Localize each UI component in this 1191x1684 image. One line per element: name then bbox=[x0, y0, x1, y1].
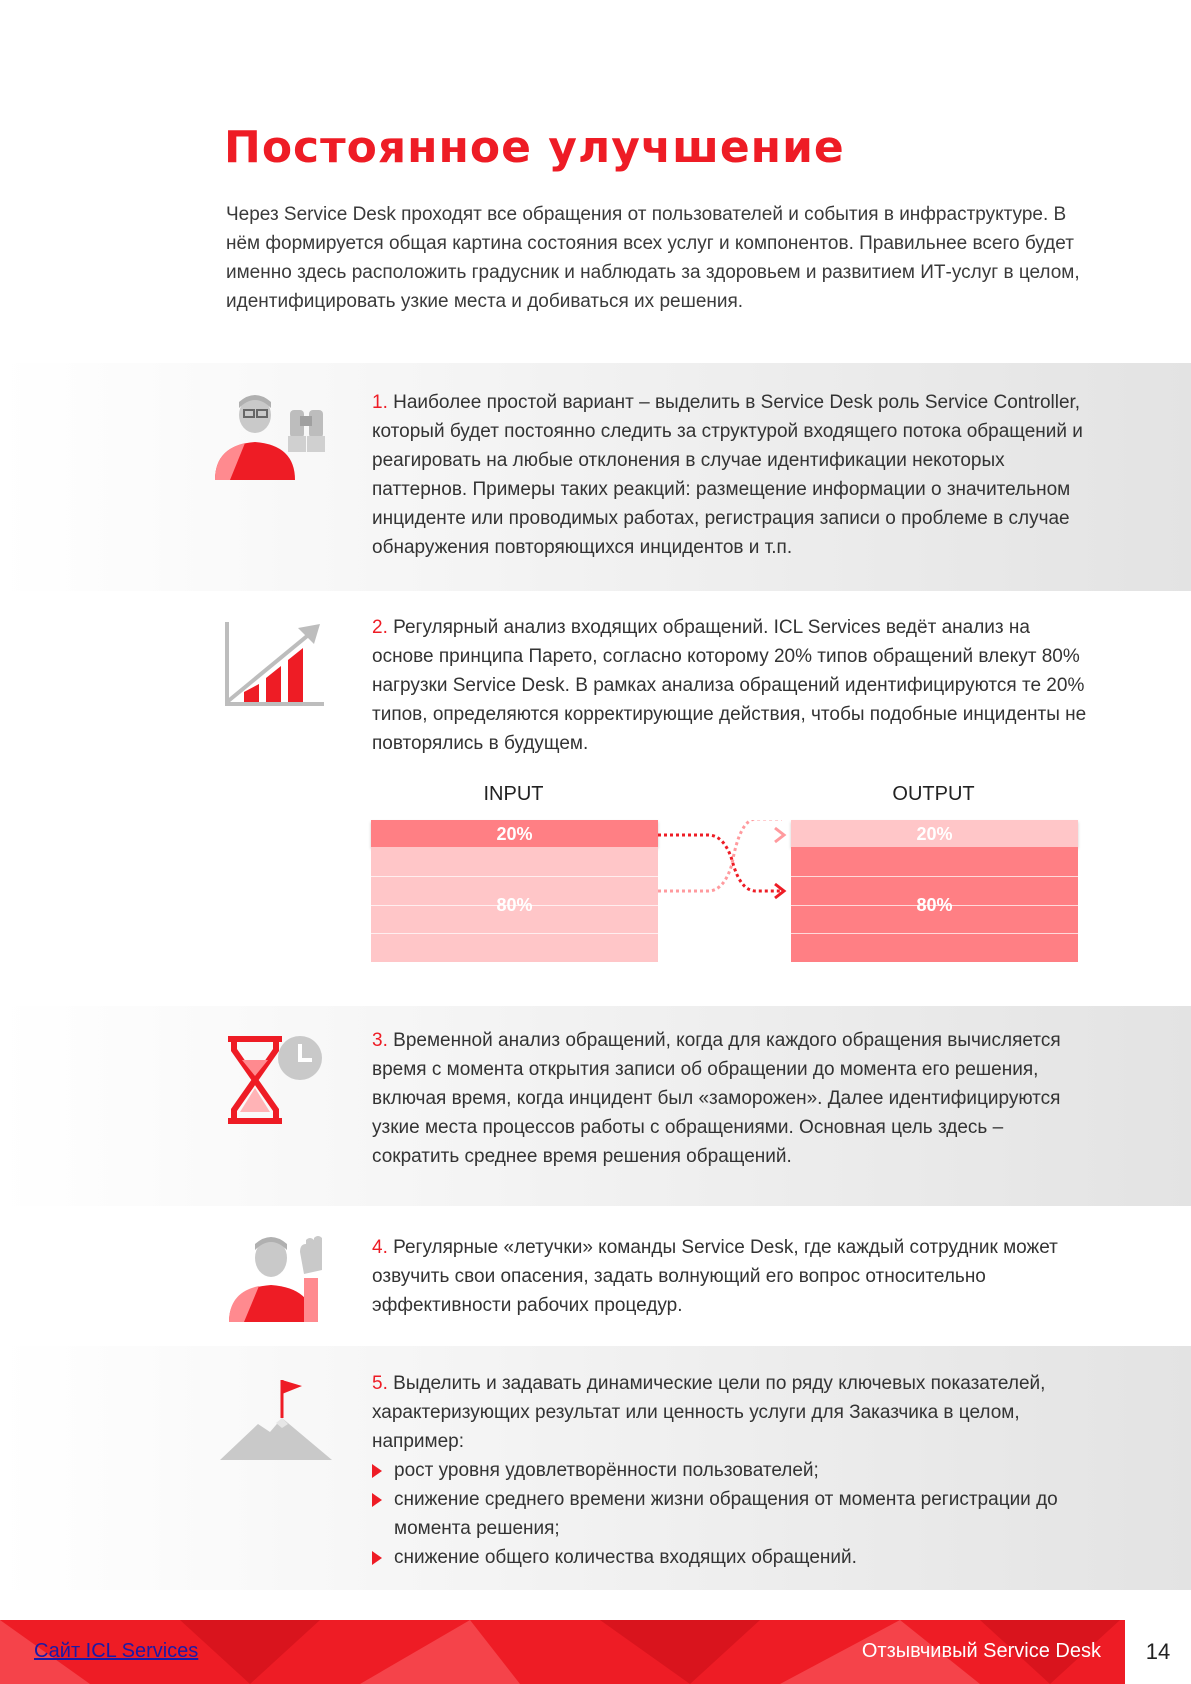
item-4-number: 4. bbox=[372, 1237, 388, 1258]
output-bottom-pct: 80% bbox=[916, 895, 953, 915]
bullet-item: рост уровня удовлетворённости пользовате… bbox=[372, 1456, 1092, 1485]
item-5-paragraph: 5. Выделить и задавать динамические цели… bbox=[372, 1369, 1092, 1456]
output-row-divider bbox=[791, 933, 1078, 934]
input-row-divider bbox=[371, 933, 658, 934]
item-2-text: 2. Регулярный анализ входящих обращений.… bbox=[372, 613, 1092, 758]
page-title: Постоянное улучшение bbox=[224, 122, 845, 173]
output-label: OUTPUT bbox=[892, 783, 975, 805]
item-1-text: 1. Наиболее простой вариант – выделить в… bbox=[372, 388, 1092, 562]
output-top-segment bbox=[791, 820, 1078, 847]
person-binoculars-icon bbox=[215, 395, 325, 480]
item-1-band bbox=[0, 363, 1191, 591]
item-4-body: Регулярные «летучки» команды Service Des… bbox=[372, 1237, 1058, 1316]
hourglass-clock-icon bbox=[228, 1036, 322, 1124]
arrow-top-to-bottom bbox=[658, 833, 782, 893]
bullet-item: снижение среднего времени жизни обращени… bbox=[372, 1485, 1092, 1543]
item-3-band bbox=[0, 1006, 1191, 1206]
input-bottom-segment bbox=[371, 847, 658, 962]
input-box: 20% 80% bbox=[371, 820, 658, 962]
input-top-pct: 20% bbox=[496, 824, 533, 844]
item-2-body: Регулярный анализ входящих обращений. IC… bbox=[372, 617, 1087, 754]
item-5-band bbox=[0, 1346, 1191, 1590]
page-number: 14 bbox=[1125, 1620, 1191, 1684]
input-row-divider bbox=[371, 905, 658, 906]
output-top-pct: 20% bbox=[916, 824, 953, 844]
footer-title: Отзывчивый Service Desk bbox=[861, 1640, 1101, 1662]
item-5-bullets: рост уровня удовлетворённости пользовате… bbox=[372, 1456, 1092, 1572]
output-row-divider bbox=[791, 876, 1078, 877]
crossing-arrows bbox=[658, 820, 787, 900]
item-5-number: 5. bbox=[372, 1373, 388, 1394]
growth-chart-icon bbox=[225, 622, 324, 706]
footer-bar: Сайт ICL Services Отзывчивый Service Des… bbox=[0, 1620, 1191, 1684]
arrowhead-light bbox=[774, 826, 787, 844]
site-link[interactable]: Сайт ICL Services bbox=[34, 1640, 199, 1662]
item-5-body: Выделить и задавать динамические цели по… bbox=[372, 1373, 1046, 1452]
output-bottom-segment bbox=[791, 847, 1078, 962]
arrow-bottom-to-top bbox=[658, 820, 782, 893]
item-3-number: 3. bbox=[372, 1030, 388, 1051]
intro-paragraph: Через Service Desk проходят все обращени… bbox=[226, 204, 1080, 312]
item-3-text: 3. Временной анализ обращений, когда для… bbox=[372, 1026, 1092, 1171]
item-1-body: Наиболее простой вариант – выделить в Se… bbox=[372, 392, 1083, 558]
input-row-divider bbox=[371, 876, 658, 877]
item-1-number: 1. bbox=[372, 392, 388, 413]
input-label: INPUT bbox=[483, 783, 544, 805]
footer-pattern bbox=[0, 1620, 1120, 1684]
input-bottom-pct: 80% bbox=[496, 895, 533, 915]
output-box: 20% 80% bbox=[791, 820, 1078, 962]
item-4-text: 4. Регулярные «летучки» команды Service … bbox=[372, 1233, 1092, 1320]
item-3-body: Временной анализ обращений, когда для ка… bbox=[372, 1030, 1061, 1167]
item-2-number: 2. bbox=[372, 617, 388, 638]
item-5-text: 5. Выделить и задавать динамические цели… bbox=[372, 1369, 1092, 1572]
output-row-divider bbox=[791, 905, 1078, 906]
person-raised-hand-icon bbox=[229, 1236, 322, 1322]
input-top-segment bbox=[371, 820, 658, 847]
bullet-item: снижение общего количества входящих обра… bbox=[372, 1543, 1092, 1572]
mountain-flag-icon bbox=[220, 1380, 332, 1460]
arrowhead-strong bbox=[774, 882, 787, 900]
